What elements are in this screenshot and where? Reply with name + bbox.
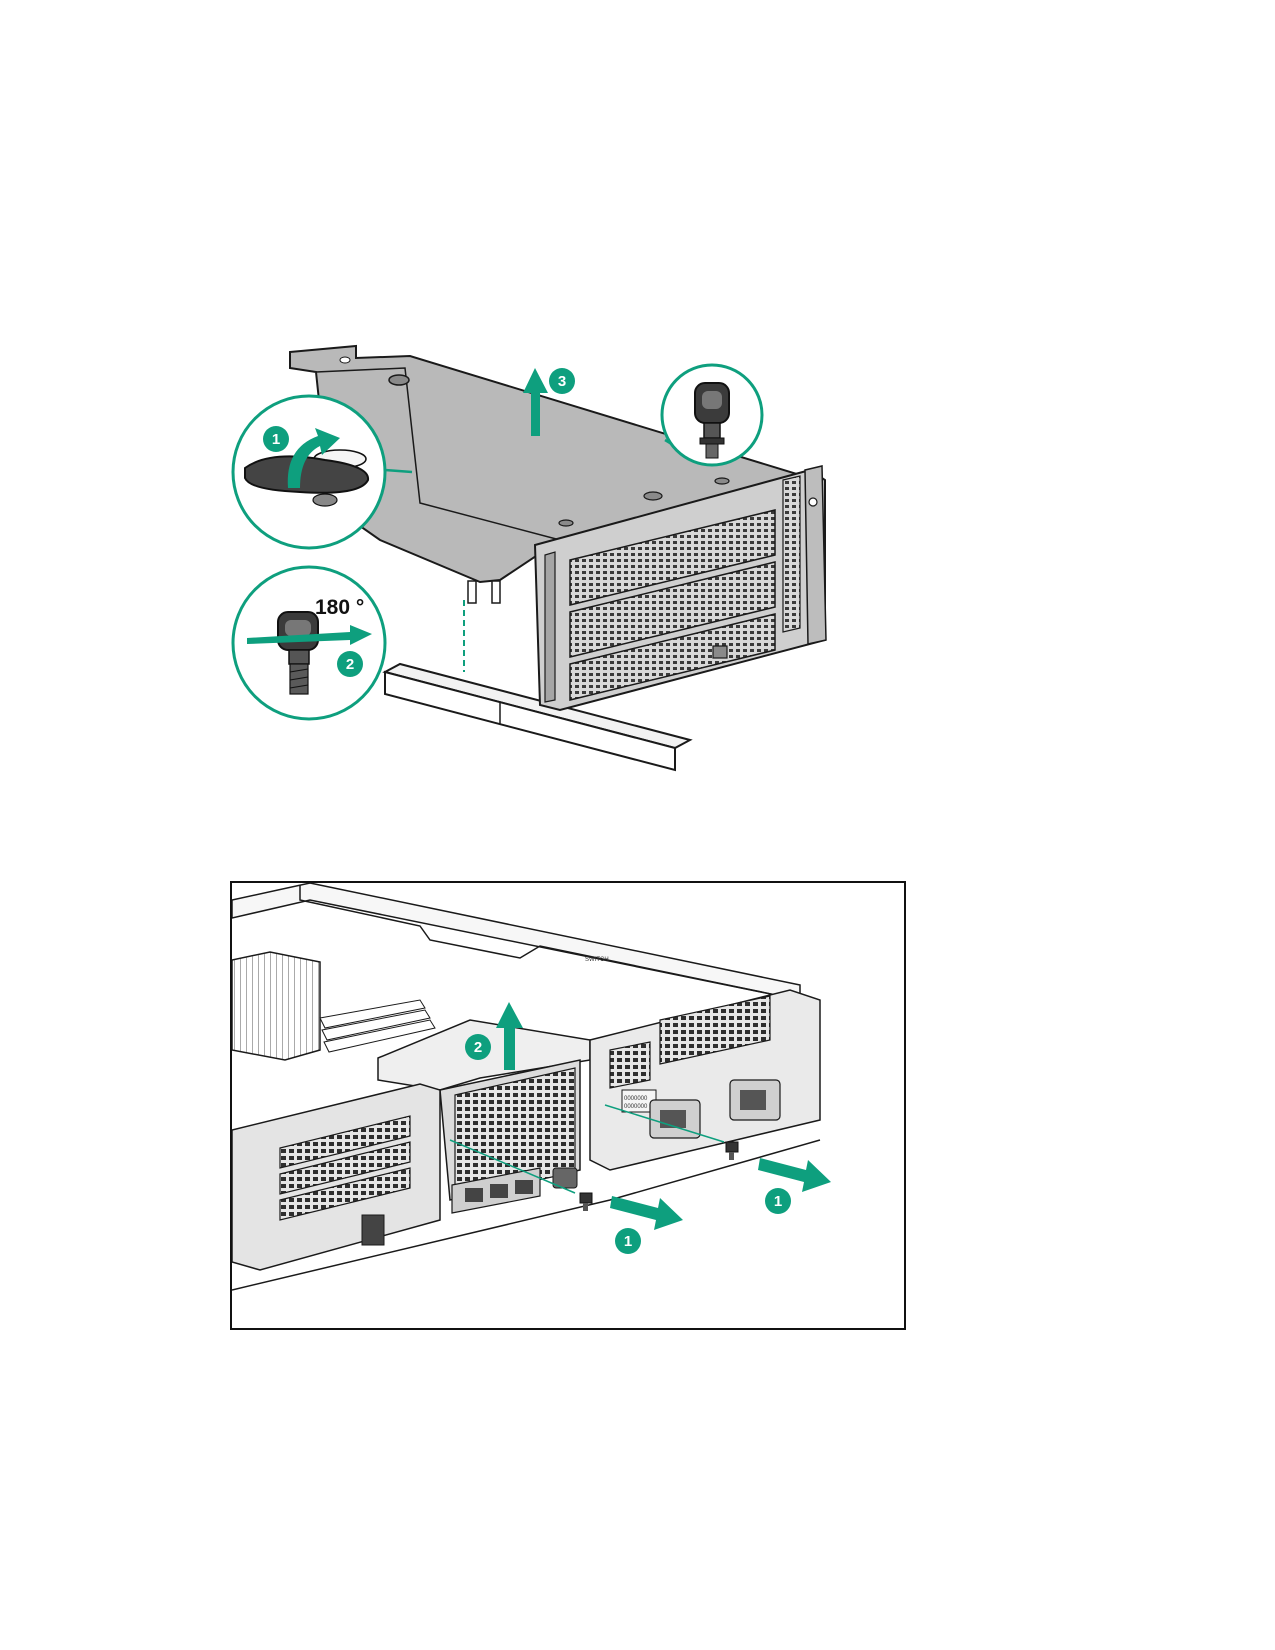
fig2-callout-1b-label: 1: [774, 1193, 782, 1210]
callout-2-label: 2: [346, 656, 354, 673]
fig2-callout-1b: 1: [765, 1188, 791, 1214]
callout-1: 1: [263, 426, 289, 452]
screw-removal-arrow-icon: [758, 1158, 831, 1192]
guide-rail: [382, 662, 693, 772]
fig2-callout-1a-label: 1: [624, 1233, 632, 1250]
riser-cage-removal-illustration: 3 1 180 °: [231, 344, 827, 772]
screw-removal-arrow-icon: [610, 1196, 683, 1230]
rotate-180-detail: 180 ° 2: [231, 565, 387, 721]
screw-icon: [725, 1141, 739, 1160]
svg-text:0000000: 0000000: [624, 1096, 648, 1102]
rotate-arrow-icon: [287, 428, 340, 488]
fig2-callout-2-label: 2: [474, 1039, 482, 1056]
callout-3-label: 3: [558, 373, 566, 390]
riser-cage-icon: [289, 344, 827, 712]
thumbscrew-detail: [660, 363, 764, 467]
figure2-frame: [230, 881, 906, 1330]
callout-3: 3: [549, 368, 575, 394]
rotate-detail: 1: [231, 394, 413, 550]
rotation-label: 180 °: [315, 596, 364, 619]
svg-text:0000000: 0000000: [624, 1104, 648, 1110]
slide-arrow-icon: [247, 625, 372, 645]
chassis-switch-label: SWITCH: [585, 957, 609, 963]
fig2-callout-2: 2: [465, 1034, 491, 1060]
lift-arrow-icon: [496, 1002, 523, 1070]
callout-1-label: 1: [272, 431, 280, 448]
fig2-callout-1a: 1: [615, 1228, 641, 1254]
screw-icon: [579, 1192, 593, 1211]
server-chassis-icon: 0000000 0000000 SWITCH: [232, 883, 821, 1291]
thumbscrew-icon: [694, 382, 730, 459]
callout-2: 2: [337, 651, 363, 677]
lift-arrow-icon: [523, 368, 548, 436]
